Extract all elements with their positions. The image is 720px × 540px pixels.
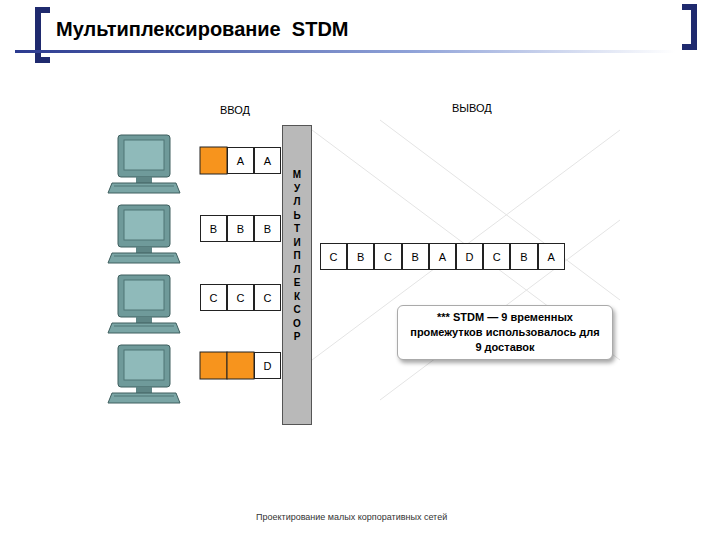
callout-box: *** STDM — 9 временных промежутков испол…: [397, 305, 613, 360]
node-text: C: [264, 292, 272, 304]
computer: [108, 205, 180, 263]
node-text: C: [330, 251, 338, 263]
node-text: C: [493, 251, 501, 263]
node-text: B: [237, 223, 244, 235]
empty-slot: [200, 147, 227, 174]
node-text: B: [357, 251, 364, 263]
section-label: ВЫВОД: [452, 102, 492, 114]
node-text: C: [237, 292, 245, 304]
computer: [108, 275, 180, 333]
time-slot-cell: B: [227, 215, 254, 242]
computer: [108, 135, 180, 193]
vertical-label: МУЛЬТИПЛЕКСОР: [292, 168, 302, 344]
node-text: B: [520, 251, 527, 263]
time-slot-cell: A: [538, 243, 565, 270]
time-slot-cell: A: [429, 243, 456, 270]
node-text: C: [210, 292, 218, 304]
node-text: A: [237, 155, 244, 167]
background-grid: [312, 120, 620, 400]
node-text: A: [439, 251, 446, 263]
empty-slot: [200, 352, 227, 379]
title-rule: [15, 50, 675, 53]
time-slot-cell: C: [483, 243, 510, 270]
bracket: [682, 7, 694, 47]
time-slot-cell: C: [227, 284, 254, 311]
node-text: *** STDM — 9 временных промежутков испол…: [406, 310, 604, 355]
section-label: ВВОД: [220, 104, 250, 116]
node-text: D: [264, 360, 272, 372]
empty-slot: [227, 352, 254, 379]
time-slot-cell: B: [402, 243, 429, 270]
time-slot-cell: A: [227, 147, 254, 174]
slide-title: Мультиплексирование STDM: [56, 18, 349, 41]
time-slot-cell: B: [200, 215, 227, 242]
node-text: B: [210, 223, 217, 235]
node-text: B: [412, 251, 419, 263]
time-slot-cell: C: [254, 284, 281, 311]
multiplexer-bar: МУЛЬТИПЛЕКСОР: [282, 125, 312, 425]
time-slot-cell: D: [456, 243, 483, 270]
footer-text: Проектирование малых корпоративных сетей: [256, 512, 447, 522]
time-slot-cell: C: [320, 243, 347, 270]
node-text: D: [466, 251, 474, 263]
computer: [108, 345, 180, 403]
time-slot-cell: B: [347, 243, 374, 270]
time-slot-cell: C: [200, 284, 227, 311]
time-slot-cell: C: [374, 243, 401, 270]
node-text: B: [264, 223, 271, 235]
node-text: A: [548, 251, 555, 263]
time-slot-cell: A: [254, 147, 281, 174]
node-text: C: [384, 251, 392, 263]
node-text: A: [264, 155, 271, 167]
time-slot-cell: D: [254, 352, 281, 379]
time-slot-cell: B: [510, 243, 537, 270]
time-slot-cell: B: [254, 215, 281, 242]
